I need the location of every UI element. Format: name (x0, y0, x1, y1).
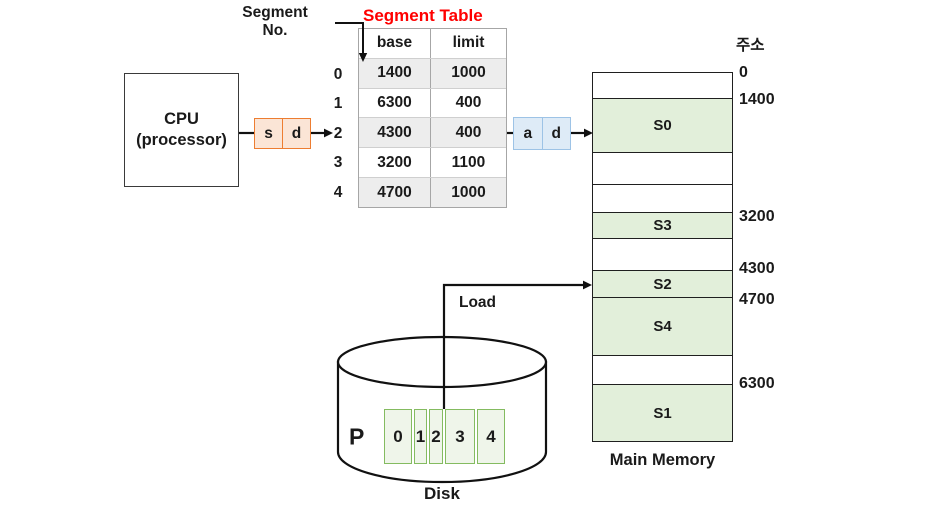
register-s-field: s (264, 124, 273, 142)
header-base: base (359, 29, 431, 58)
register-a-field: a (523, 124, 533, 142)
disk-segment-0: 0 (384, 409, 412, 464)
main-memory-caption: Main Memory (609, 451, 716, 469)
memory-segment-s0: S0 (593, 98, 732, 153)
segment-no-caption: Segment No. (238, 4, 312, 40)
memory-segment-s3: S3 (593, 212, 732, 239)
cpu-label-line2: (processor) (136, 131, 227, 149)
segment-table: base limit 1400 1000 6300 400 4300 400 3… (358, 28, 507, 208)
register-d2-field: d (541, 118, 571, 149)
base-cell: 3200 (359, 148, 431, 178)
cpu-label-line1: CPU (164, 110, 199, 128)
row-number-1: 1 (333, 95, 343, 112)
disk-segment-1: 1 (414, 409, 427, 464)
row-number-2: 2 (333, 124, 343, 142)
memory-segment-s2: S2 (593, 270, 732, 298)
logical-address-register: s d (254, 118, 311, 149)
row-number-4: 4 (333, 183, 343, 201)
limit-cell: 400 (455, 94, 482, 112)
limit-cell: 400 (455, 123, 482, 141)
base-cell: 4700 (359, 178, 431, 207)
header-limit: limit (452, 34, 485, 52)
disk-segment-3: 3 (445, 409, 475, 464)
base-cell: 6300 (359, 88, 431, 118)
disk-segment-4: 4 (477, 409, 505, 464)
address-label-3200: 3200 (739, 208, 775, 225)
address-label-4300: 4300 (739, 260, 775, 277)
limit-cell: 1000 (451, 64, 486, 82)
disk-caption: Disk (424, 484, 460, 503)
register-d-field: d (282, 119, 310, 148)
physical-address-register: a d (513, 117, 571, 150)
table-row: 6300 400 (359, 87, 506, 118)
address-label-1400: 1400 (739, 91, 775, 108)
segment-table-header-row: base limit (359, 29, 506, 58)
address-label-4700: 4700 (739, 291, 775, 308)
memory-divider (593, 184, 732, 185)
row-number-0: 0 (333, 65, 343, 83)
disk-segment-2: 2 (429, 409, 443, 464)
segment-no-line1: Segment (242, 4, 308, 21)
memory-segment-s4: S4 (593, 298, 732, 356)
address-label-6300: 6300 (739, 375, 775, 392)
table-row: 1400 1000 (359, 57, 506, 88)
segment-no-line2: No. (262, 22, 288, 39)
base-cell: 4300 (359, 118, 431, 148)
base-cell: 1400 (359, 58, 431, 88)
memory-segment-s1: S1 (593, 384, 732, 441)
row-number-3: 3 (333, 154, 343, 171)
address-column-title: 주소 (736, 37, 765, 54)
cpu-box: CPU (processor) (124, 73, 239, 187)
main-memory-box: S0 S3 S2 S4 S1 (592, 72, 733, 442)
table-row: 3200 1100 (359, 147, 506, 178)
address-label-0: 0 (739, 64, 748, 81)
process-label: P (349, 423, 365, 450)
load-caption: Load (459, 294, 497, 311)
segment-table-title: Segment Table (363, 6, 483, 25)
table-row: 4700 1000 (359, 177, 506, 207)
limit-cell: 1000 (451, 183, 486, 201)
limit-cell: 1100 (451, 153, 486, 171)
table-row: 4300 400 (359, 117, 506, 148)
disk-segment-cells: 0 1 2 3 4 (384, 409, 505, 464)
